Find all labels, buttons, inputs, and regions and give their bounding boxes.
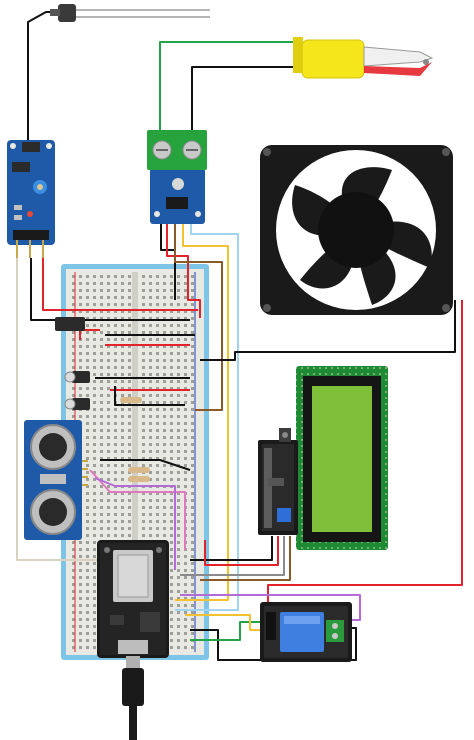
resistor-1 xyxy=(120,397,142,403)
cooling-fan xyxy=(260,145,453,315)
wiring xyxy=(16,11,463,661)
relay-module xyxy=(260,602,352,662)
wire-soil-white xyxy=(16,258,108,561)
wire-relay-yellow xyxy=(185,614,262,631)
thermocouple-probe xyxy=(293,37,434,79)
wire-thermo-green xyxy=(159,41,295,135)
wire-thermo-black xyxy=(191,66,295,135)
wire-soil-red xyxy=(42,258,198,311)
usb-cable xyxy=(122,656,144,740)
wire-lcd-gray xyxy=(180,536,285,576)
wire-module-lightblue xyxy=(175,224,239,611)
microcontroller-board xyxy=(97,540,169,658)
jumper-black-3 xyxy=(114,386,185,406)
wire-lcd-red xyxy=(204,536,279,566)
wire-fan-black xyxy=(200,300,456,361)
breadboard-components xyxy=(55,317,150,482)
wire-soil-black xyxy=(30,258,190,321)
jumper-black-4 xyxy=(100,459,191,471)
wire-module-red xyxy=(166,224,201,318)
regulator-chip xyxy=(55,317,85,331)
transistor-1 xyxy=(72,371,90,383)
i2c-adapter xyxy=(258,428,298,535)
thermocouple-module xyxy=(147,130,207,224)
wire-lcd-brown xyxy=(200,536,291,581)
resistor-3 xyxy=(128,476,150,482)
soil-moisture-sensor xyxy=(7,140,55,258)
wire-fan-red xyxy=(267,300,463,608)
wire-lcd-black xyxy=(190,536,273,561)
wire-module-brown xyxy=(174,224,223,411)
wire-relay-purple xyxy=(180,594,361,621)
lcd-display xyxy=(296,366,388,550)
jumper-purple xyxy=(94,477,176,570)
transistor-2 xyxy=(72,398,90,410)
ultrasonic-sensor xyxy=(24,420,88,540)
wire-probe-black xyxy=(27,11,54,141)
temperature-probe xyxy=(50,4,210,22)
resistor-2 xyxy=(128,467,150,473)
wire-module-yellow xyxy=(175,224,229,601)
